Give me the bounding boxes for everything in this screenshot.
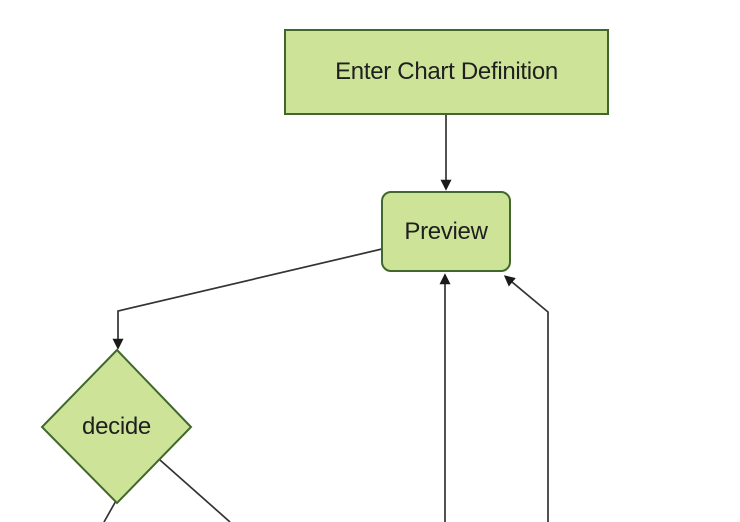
edge-decide-to-offscreen-left <box>103 498 118 522</box>
edge-offscreen-right-to-preview <box>503 275 549 522</box>
edge-preview-to-decide <box>112 248 383 350</box>
edge-decide-to-offscreen-right <box>159 459 231 522</box>
node-preview-shape <box>381 191 511 272</box>
node-enter-chart-definition-shape <box>284 29 609 115</box>
node-decide-shape <box>40 348 193 505</box>
